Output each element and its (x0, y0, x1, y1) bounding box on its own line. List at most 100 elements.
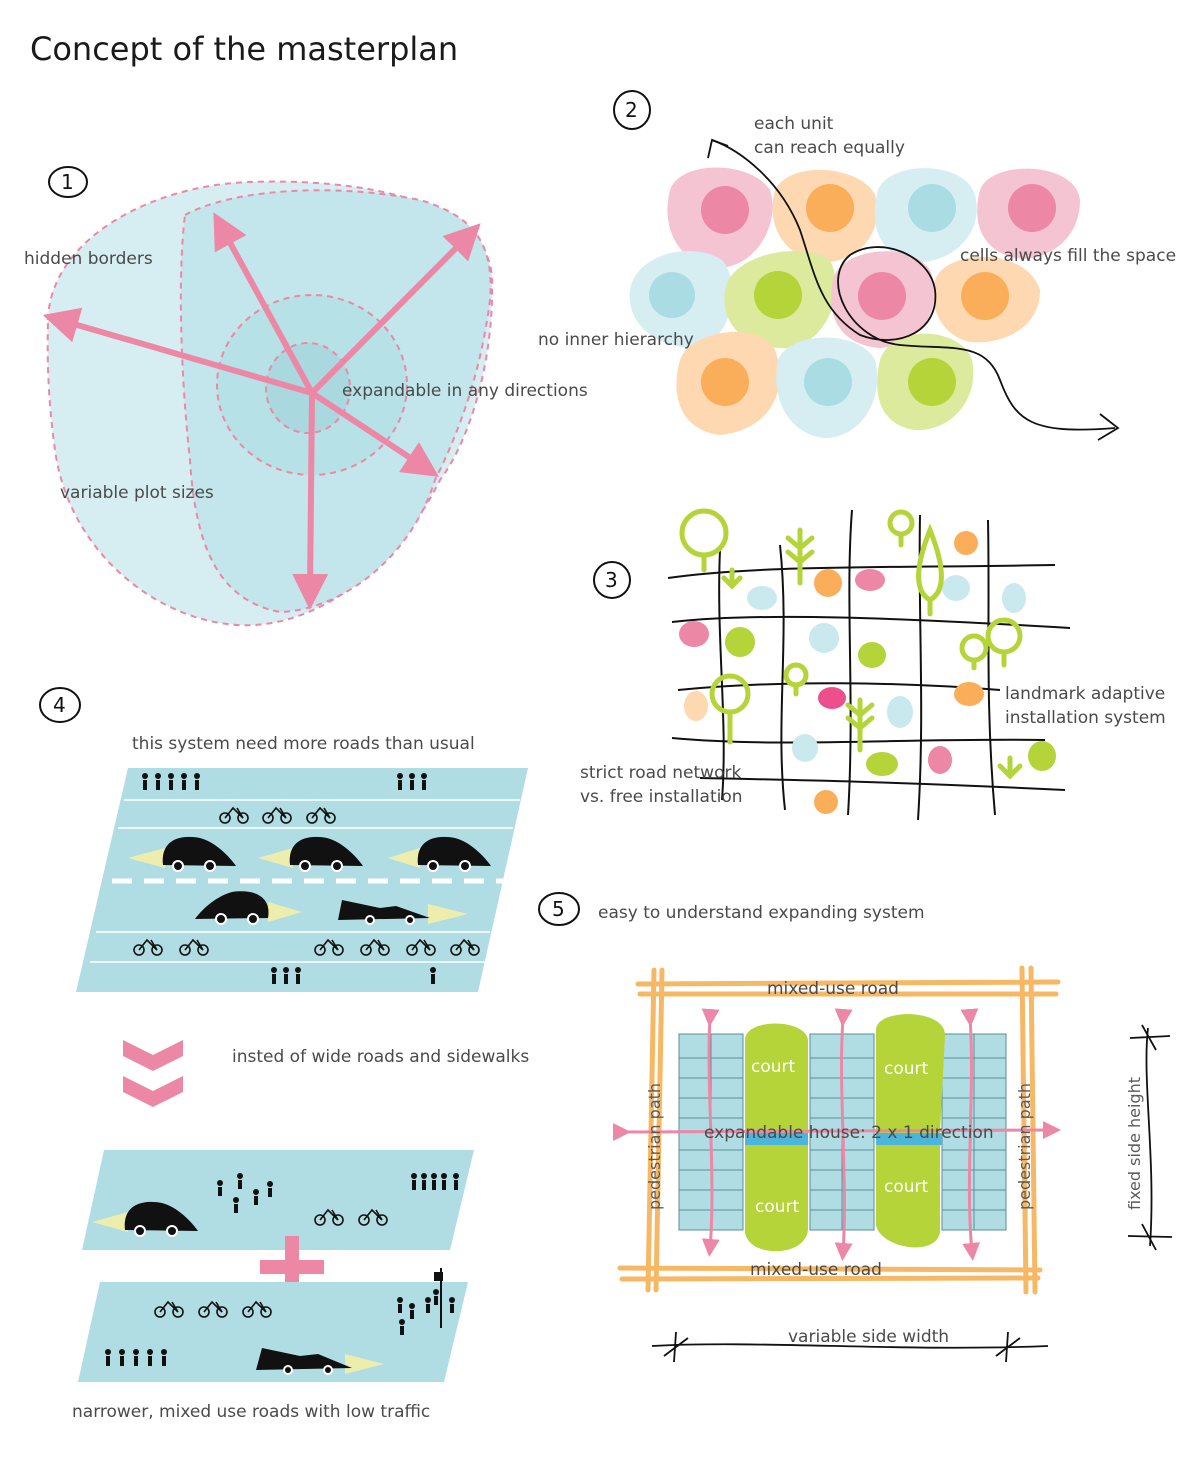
tree-icon (783, 662, 809, 697)
road-bottom (619, 1275, 1041, 1282)
bicycle-icon (314, 1208, 344, 1226)
tree-icon (845, 697, 875, 753)
installation-blob (942, 575, 970, 601)
cell-core (804, 358, 852, 406)
cell-core (649, 272, 695, 318)
pedestrians-icon (411, 1173, 459, 1190)
bicycle-icon (198, 1300, 228, 1318)
label-cells-fill: cells always fill the space (960, 246, 1176, 266)
installation-blob (855, 569, 885, 591)
installation-blob (814, 569, 842, 597)
installation-blob (928, 746, 952, 774)
court-label: court (751, 1057, 796, 1077)
bicycle-icon (306, 806, 336, 824)
svg-text:3: 3 (605, 568, 618, 592)
reach-arrowhead-start (707, 138, 729, 159)
chevron-down-icon (123, 1040, 183, 1107)
court-label: court (884, 1059, 929, 1079)
road-h2 (671, 615, 1071, 629)
tree-icon (916, 523, 944, 617)
svg-text:5: 5 (552, 897, 565, 921)
bicycle-icon (133, 938, 163, 956)
label-strict-2: vs. free installation (580, 787, 743, 807)
installation-blob (887, 696, 913, 728)
installation-blob (1002, 583, 1026, 613)
installation-blob (747, 586, 777, 610)
bicycle-icon (314, 938, 344, 956)
car-icon (128, 836, 236, 872)
bicycle-icon (179, 938, 209, 956)
arrow-north (213, 212, 315, 396)
pedestrians-icon (142, 773, 200, 790)
section-3-number: 3 (593, 561, 631, 599)
label-mixed-road-top: mixed-use road (767, 979, 899, 999)
label-hidden-borders: hidden borders (24, 249, 153, 269)
section-1-number: 1 (48, 166, 88, 198)
bicycle-icon (262, 806, 292, 824)
bicycle-icon (450, 938, 480, 956)
installation-blob (725, 627, 755, 657)
installation-blob (814, 790, 838, 814)
court-bottom-right (876, 1145, 940, 1248)
car-icon (388, 836, 491, 872)
label-mixed-road-bottom: mixed-use road (750, 1260, 882, 1280)
label-variable-width: variable side width (788, 1327, 949, 1347)
installation-blob (1028, 741, 1056, 771)
label-fixed-height: fixed side height (1125, 1077, 1144, 1210)
cell-core (908, 358, 956, 406)
section-2-number: 2 (613, 90, 651, 130)
cell-core (858, 272, 906, 320)
bicycle-icon (154, 1300, 184, 1318)
label-variable-plot: variable plot sizes (60, 483, 214, 503)
road-v3 (847, 509, 853, 816)
cell-core (961, 272, 1009, 320)
reach-path (711, 139, 1116, 431)
road-h4 (671, 737, 1046, 744)
installation-blob (792, 734, 818, 762)
cell-core (701, 358, 749, 406)
installation-blob (866, 752, 898, 776)
cell-core (701, 186, 749, 234)
svg-text:2: 2 (625, 98, 638, 122)
sports-car-icon (256, 1348, 384, 1375)
arrow-down-icon (997, 755, 1023, 780)
road-top (635, 979, 1061, 987)
section-5-number: 5 (538, 892, 580, 926)
court-bottom-left (745, 1145, 808, 1252)
pedestrians-icon (105, 1349, 167, 1366)
section-2-diagram: 2 each unit can reach equally cells al (538, 90, 1176, 441)
label-landmark-1: landmark adaptive (1005, 684, 1165, 704)
expand-arrow-horizontal (612, 1121, 1061, 1142)
label-easy: easy to understand expanding system (598, 903, 925, 923)
people-playing-icon (217, 1173, 273, 1213)
tree-icon (985, 617, 1023, 668)
label-no-hierarchy: no inner hierarchy (538, 330, 694, 350)
label-pedestrian-right: pedestrian path (1015, 1083, 1034, 1210)
bicycle-icon (360, 938, 390, 956)
label-expandable: expandable in any directions (342, 381, 588, 401)
road-v5 (987, 519, 996, 816)
installation-blob (954, 682, 984, 706)
installation-blob (954, 531, 978, 555)
installation-blob (684, 691, 708, 721)
fixed-height-dimension (1127, 1024, 1173, 1251)
arrow-northeast (309, 223, 481, 396)
people-playing-icon (397, 1268, 455, 1335)
section-5-diagram: 5 easy to understand expanding system (538, 892, 1173, 1363)
label-strict-1: strict road network (580, 763, 741, 783)
court-label: court (884, 1177, 929, 1197)
arrow-down-icon (721, 567, 743, 590)
section-4-number: 4 (39, 687, 81, 723)
installation-blob (809, 623, 839, 653)
bicycle-icon (219, 806, 249, 824)
svg-text:1: 1 (61, 170, 74, 194)
section-3-diagram: 3 (580, 508, 1166, 821)
car-icon (92, 1201, 198, 1237)
court-top-left (745, 1023, 808, 1133)
tree-icon (959, 633, 989, 671)
bicycle-icon (406, 938, 436, 956)
cell-core (754, 271, 802, 319)
label-pedestrian-left: pedestrian path (645, 1083, 664, 1210)
label-landmark-2: installation system (1005, 708, 1166, 728)
bicycle-icon (358, 1208, 388, 1226)
